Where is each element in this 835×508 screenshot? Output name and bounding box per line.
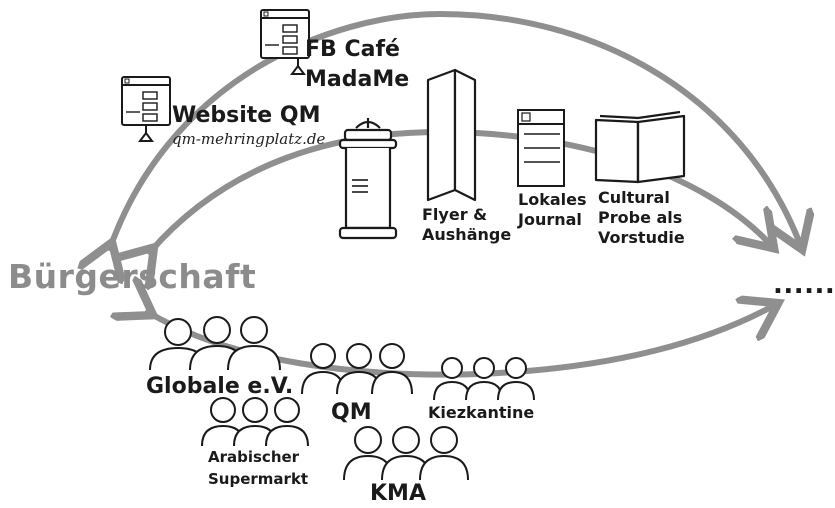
qm-label: QM xyxy=(331,400,372,425)
flyer-icon xyxy=(426,68,477,202)
cultural-label-line1: Cultural xyxy=(598,188,670,207)
people-group-icon xyxy=(149,316,281,371)
flyer-label-line1: Flyer & xyxy=(422,205,488,224)
kiezkantine-label: Kiezkantine xyxy=(428,403,535,422)
journal-icon xyxy=(517,109,565,187)
monitor-icon xyxy=(260,9,310,75)
outer-arc-arrow xyxy=(110,10,800,248)
fb-madame-label: MadaMe xyxy=(305,67,410,92)
cultural-label-line3: Vorstudie xyxy=(598,228,685,247)
journal-label-line1: Lokales xyxy=(518,190,587,209)
fb-cafe-label: FB Café xyxy=(305,37,400,62)
people-group-icon xyxy=(201,397,309,447)
people-group-icon xyxy=(301,343,413,395)
flyer-label-line2: Aushänge xyxy=(422,225,512,244)
website-url-label: qm-mehringplatz.de xyxy=(172,130,326,148)
cultural-label-line2: Probe als xyxy=(598,208,683,227)
globale-label: Globale e.V. xyxy=(146,374,294,399)
open-book-icon xyxy=(594,110,686,184)
ellipsis-label: ...... xyxy=(773,270,835,300)
website-qm-label: Website QM xyxy=(172,103,321,128)
arabischer-label: Arabischer xyxy=(208,448,300,466)
monitor-icon xyxy=(121,76,171,142)
people-group-icon xyxy=(343,426,469,481)
buergerschaft-label: Bürgerschaft xyxy=(8,257,257,296)
people-group-icon xyxy=(433,357,535,401)
advertising-column-icon xyxy=(338,118,398,240)
journal-label-line2: Journal xyxy=(518,210,582,229)
kma-label: KMA xyxy=(370,481,426,506)
supermarkt-label: Supermarkt xyxy=(208,470,309,488)
